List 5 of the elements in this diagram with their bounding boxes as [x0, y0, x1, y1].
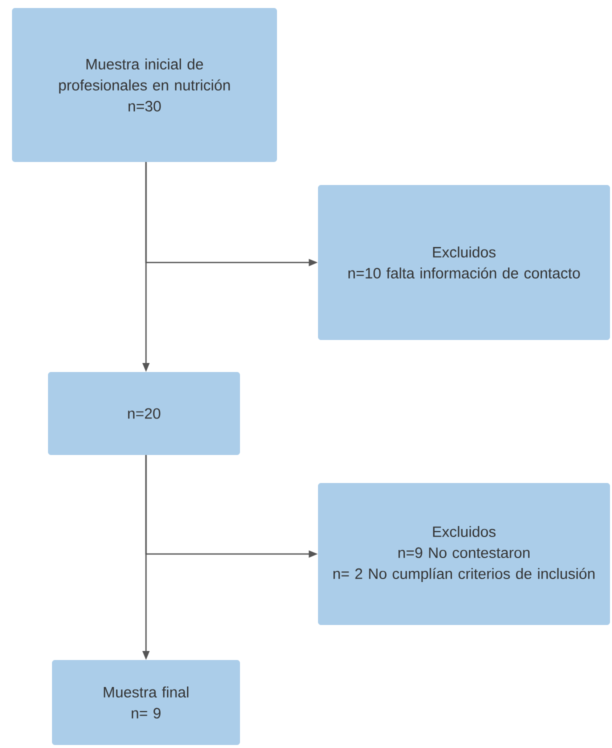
process-box: Muestra inicial de profesionales en nutrición n=30	[12, 8, 277, 162]
process-box: Muestra final n= 9	[52, 660, 240, 745]
process-box: Excluidos n=9 No contestaron n= 2 No cumplían criterios de inclusión	[318, 483, 610, 625]
process-box: Excluidos n=10 falta información de contacto	[318, 185, 610, 340]
process-box: n=20	[48, 372, 240, 455]
